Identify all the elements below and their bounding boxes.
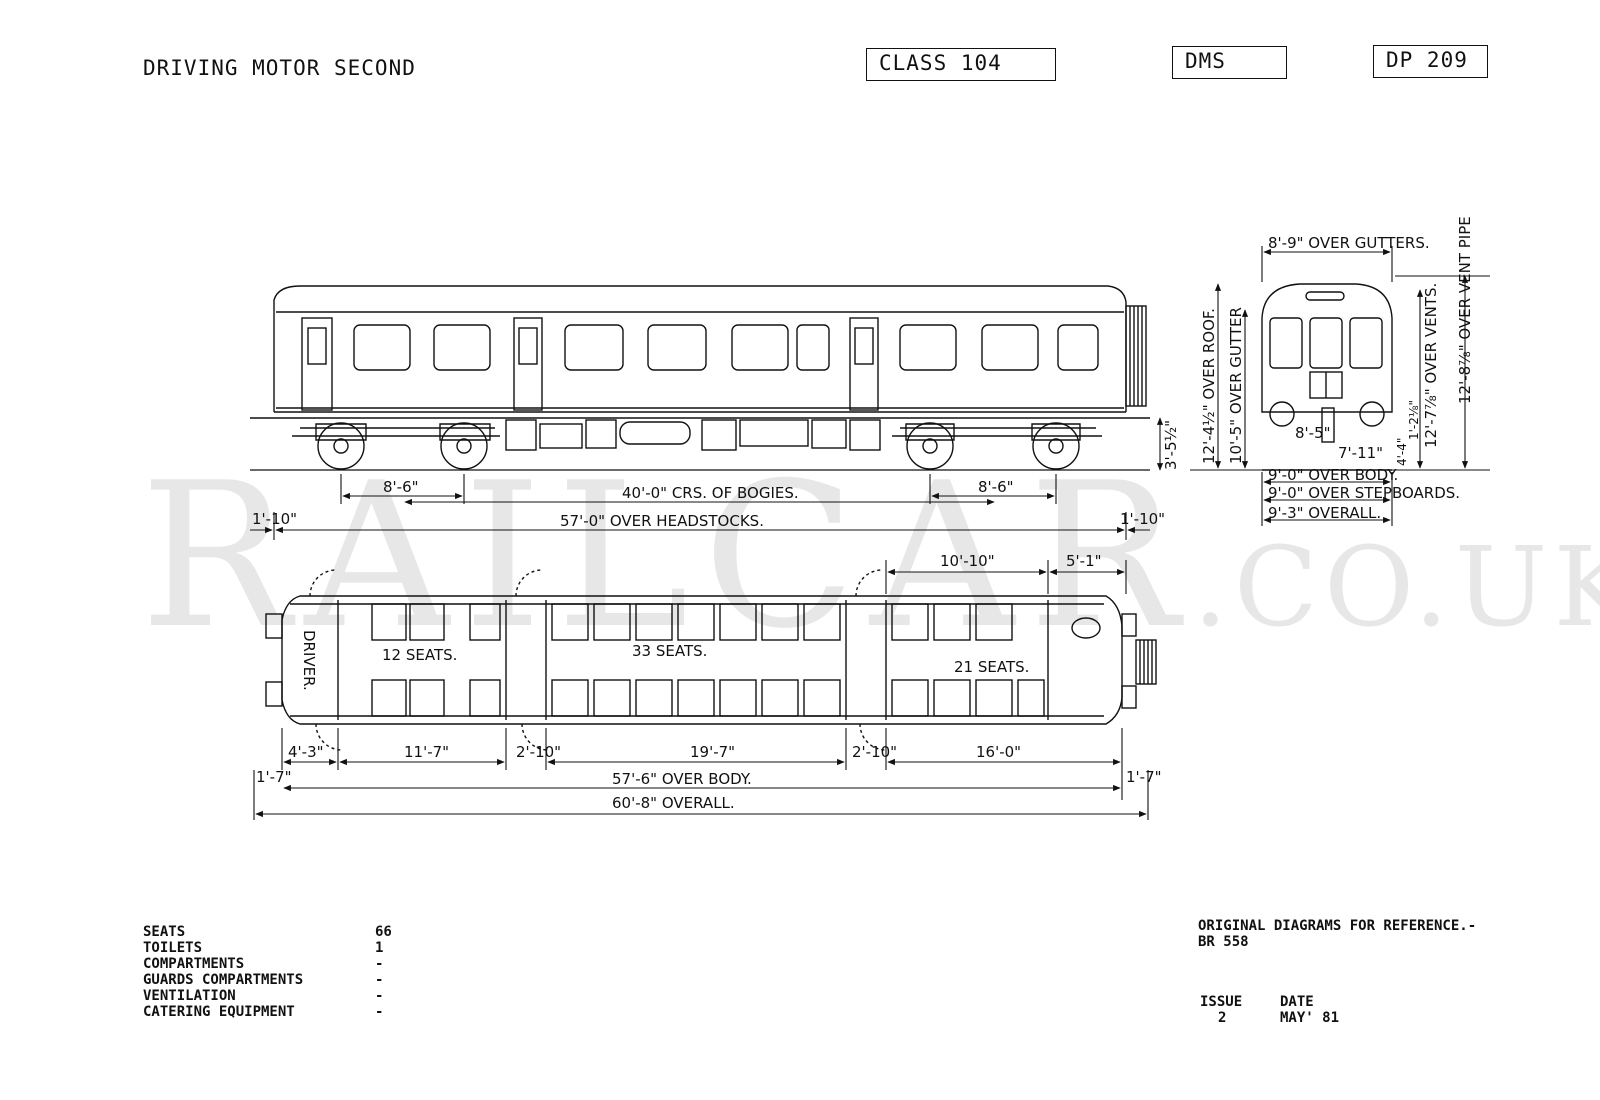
issue-value: 2 [1218, 1010, 1227, 1026]
sheet-title: DRIVING MOTOR SECOND [143, 56, 416, 80]
dim-over-roof: 12'-4½" OVER ROOF. [1200, 308, 1218, 464]
plan-dimensions [253, 560, 1149, 820]
reference-line-2: BR 558 [1198, 934, 1249, 950]
side-bogie-left [292, 422, 500, 470]
toilet-fixture [1071, 617, 1101, 639]
dim-end-over-stepboards: 9'-0" OVER STEPBOARDS. [1268, 484, 1460, 502]
dim-plan-top-b: 5'-1" [1066, 552, 1102, 570]
dim-end-inner-a: 8'-5" [1295, 424, 1331, 442]
class-box: CLASS 104 [866, 48, 1056, 81]
side-bogie-right [892, 422, 1102, 470]
end-dimensions [1190, 246, 1490, 526]
dim-end-overall: 9'-3" OVERALL. [1268, 504, 1381, 522]
dim-plan-over-body: 57'-6" OVER BODY. [612, 770, 752, 788]
plan-buffer-left-bottom [265, 681, 283, 707]
side-windows [353, 324, 1099, 371]
side-elevation [250, 285, 1150, 471]
dim-saloon-1: 11'-7" [404, 743, 449, 761]
dim-end-small-b: 4'-4" [1395, 438, 1409, 466]
saloon-3-seat-count: 21 SEATS. [954, 658, 1029, 676]
side-dimensions [250, 417, 1164, 540]
plan-body-outline [281, 595, 1123, 725]
plan-gangway [1135, 639, 1157, 685]
dim-end-inner-b: 7'-11" [1338, 444, 1383, 462]
dim-over-headstocks: 57'-0" OVER HEADSTOCKS. [560, 512, 764, 530]
dim-vestibule-2: 2'-10" [852, 743, 897, 761]
issue-label: ISSUE [1200, 994, 1243, 1010]
dim-end-over-body: 9'-0" OVER BODY. [1268, 466, 1398, 484]
dim-plan-top-a: 10'-10" [940, 552, 995, 570]
dim-vestibule-1: 2'-10" [516, 743, 561, 761]
plan-buffer-left-top [265, 613, 283, 639]
date-value: MAY' 81 [1280, 1010, 1340, 1026]
spec-row-catering: CATERING EQUIPMENT- [143, 1004, 384, 1020]
saloon-1-seats [371, 603, 501, 717]
dim-end-right: 1'-7" [1126, 768, 1162, 786]
dim-over-gutter: 10'-5" OVER GUTTER [1227, 307, 1245, 464]
side-door-2 [849, 317, 879, 411]
dim-over-vents: 12'-7⅞" OVER VENTS. [1422, 283, 1440, 448]
dim-overhang-left: 1'-10" [252, 510, 297, 528]
side-door-1 [513, 317, 543, 411]
saloon-2-seat-count: 33 SEATS. [632, 642, 707, 660]
side-underframe-equipment [505, 419, 881, 451]
dim-over-vent-pipe: 12'-8⅞" OVER VENT PIPE [1456, 216, 1474, 404]
type-box: DMS [1172, 46, 1287, 79]
dim-saloon-2: 19'-7" [690, 743, 735, 761]
side-gangway-bellows [1125, 305, 1147, 407]
end-coupling [1321, 407, 1335, 443]
end-buffer-right [1359, 401, 1385, 427]
end-headcode-box [1305, 291, 1345, 301]
dim-end-left: 1'-7" [256, 768, 292, 786]
dim-overhang-right: 1'-10" [1120, 510, 1165, 528]
dim-end-small-a: 1'-2⅛" [1407, 400, 1421, 440]
dim-bogie-wheelbase-left: 8'-6" [383, 478, 419, 496]
reference-note: ORIGINAL DIAGRAMS FOR REFERENCE.- BR 558 [1198, 918, 1476, 950]
side-cab-door [301, 317, 333, 411]
driver-label: DRIVER. [300, 630, 318, 691]
reference-line-1: ORIGINAL DIAGRAMS FOR REFERENCE.- [1198, 918, 1477, 934]
end-body-outline [1261, 283, 1393, 413]
dim-bogie-wheelbase-right: 8'-6" [978, 478, 1014, 496]
saloon-2-seats [551, 603, 841, 717]
issue-block: ISSUE DATE 2 MAY' 81 [1200, 994, 1339, 1026]
end-view [1261, 283, 1393, 471]
dim-plan-overall: 60'-8" OVERALL. [612, 794, 735, 812]
dim-saloon-3: 16'-0" [976, 743, 1021, 761]
spec-row-compartments: COMPARTMENTS- [143, 956, 384, 972]
side-body-outline [273, 285, 1127, 412]
spec-row-ventilation: VENTILATION- [143, 988, 384, 1004]
saloon-3-seats [891, 603, 1045, 717]
spec-row-guards-compartments: GUARDS COMPARTMENTS- [143, 972, 384, 988]
saloon-1-seat-count: 12 SEATS. [382, 646, 457, 664]
dim-cab: 4'-3" [288, 743, 324, 761]
dim-rail-height: 3'-5½" [1162, 420, 1180, 470]
end-buffer-left [1269, 401, 1295, 427]
date-label: DATE [1280, 994, 1314, 1010]
diagram-number-box: DP 209 [1373, 45, 1488, 78]
dim-bogie-centres: 40'-0" CRS. OF BOGIES. [622, 484, 799, 502]
dim-over-gutters: 8'-9" OVER GUTTERS. [1268, 234, 1430, 252]
